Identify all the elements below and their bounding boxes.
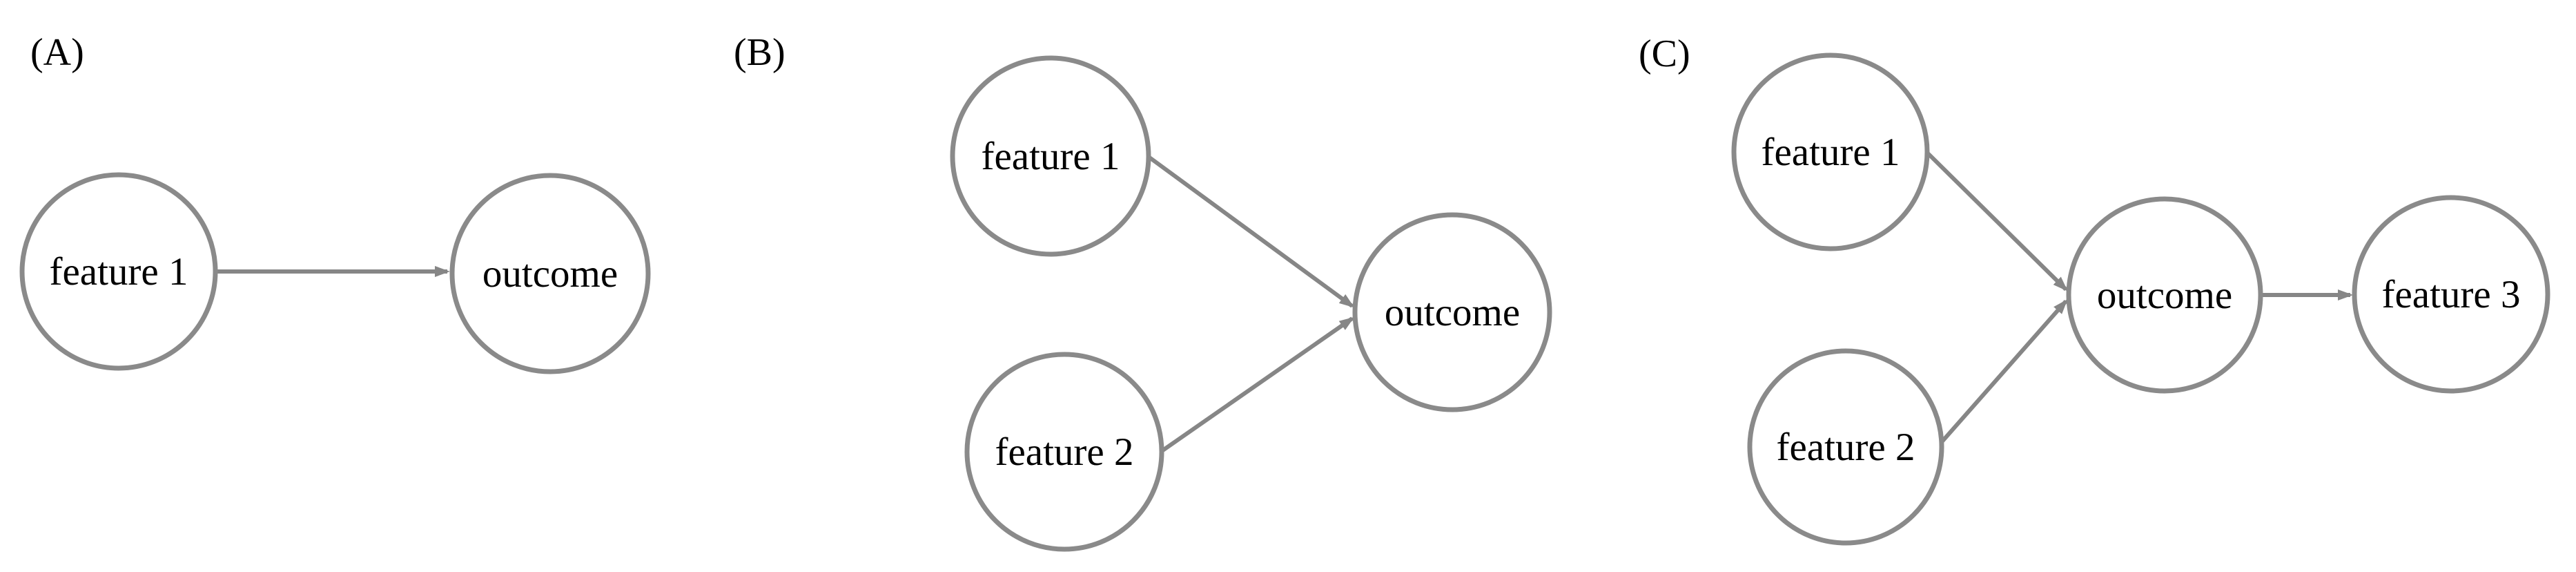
node-feature-2-b [964,352,1164,552]
node-outcome-b-label: outcome [1385,291,1520,334]
node-feature-1-b-label: feature 1 [982,135,1120,178]
node-feature-2-c [1747,348,1944,546]
node-feature-1-c [1731,53,1930,251]
edge-feature2-outcome-b [1160,316,1355,453]
panel-a-label: (A) [30,31,84,74]
panel-c-label: (C) [1639,32,1690,75]
node-feature-1-a [19,172,218,371]
edge-feature2-outcome-c [1939,299,2068,444]
node-outcome-c-label: outcome [2097,274,2232,317]
node-feature-1-a-label: feature 1 [50,250,188,294]
node-outcome-a-label: outcome [482,252,618,296]
node-feature-3-c-label: feature 3 [2382,273,2521,316]
panel-b-label: (B) [734,31,786,74]
edge-feature1-outcome-c [1925,151,2068,292]
panel-a: (A) feature 1 outcome [19,31,651,374]
node-feature-3-c [2352,195,2550,394]
edge-feature1-outcome-b [1147,155,1355,308]
node-outcome-c [2066,196,2263,394]
node-feature-1-c-label: feature 1 [1762,131,1900,174]
panel-b: (B) feature 1 feature 2 outcome [734,31,1552,552]
panel-c: (C) feature 1 feature 2 outcome feature … [1639,32,2550,546]
node-feature-2-c-label: feature 2 [1777,426,1915,469]
node-feature-2-b-label: feature 2 [995,430,1134,474]
node-outcome-a [449,173,651,374]
node-outcome-b [1352,212,1552,412]
node-feature-1-b [950,55,1151,257]
